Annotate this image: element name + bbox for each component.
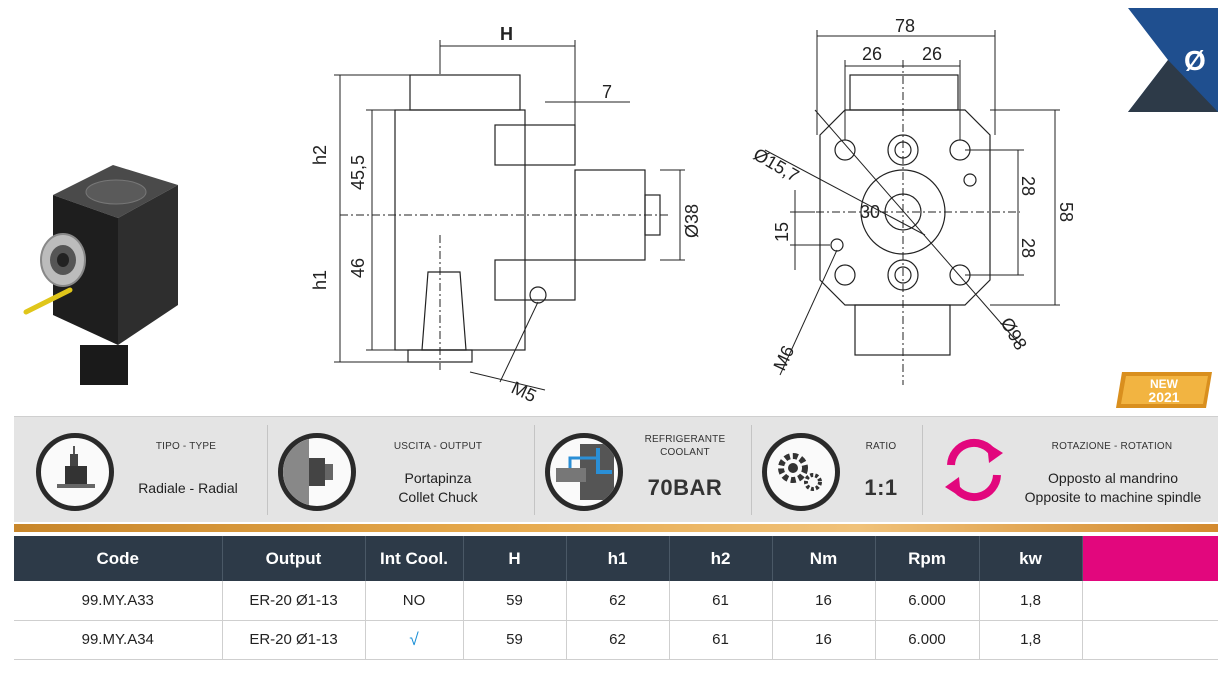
spec-ratio: RATIO 1:1	[752, 417, 922, 523]
dim-45-5: 45,5	[348, 155, 368, 190]
spec-output-title: USCITA - OUTPUT	[393, 441, 483, 452]
cell-rpm: 6.000	[875, 620, 980, 660]
spec-rotation: ROTAZIONE - ROTATION Opposto al mandrino…	[923, 417, 1218, 523]
cell-code: 99.MY.A34	[14, 620, 223, 660]
technical-drawing: H 7 h2 45,5 46 h1 Ø38 M5 78 26 26 Ø15,7 …	[310, 16, 1076, 405]
dim-h2: h2	[310, 145, 330, 165]
cell-output: ER-20 Ø1-13	[222, 581, 366, 621]
col-header-h2: h2	[669, 536, 773, 581]
spec-coolant-value: 70BAR	[647, 475, 723, 500]
spec-output-value-1: Portapinza	[404, 470, 472, 486]
tool-holder-photo	[23, 165, 178, 385]
cell-code: 99.MY.A33	[14, 581, 223, 621]
table-row: 99.MY.A33 ER-20 Ø1-13 NO 59 62 61 16 6.0…	[14, 581, 1218, 621]
cell-int-cool: √	[365, 620, 464, 660]
dim-m6: M6	[769, 343, 798, 374]
radial-type-icon	[36, 433, 114, 511]
dim-d38: Ø38	[682, 204, 702, 238]
cell-extra	[1082, 620, 1218, 660]
spec-type-value: Radiale - Radial	[138, 480, 238, 496]
svg-text:2021: 2021	[1148, 389, 1179, 405]
dim-28-bottom: 28	[1018, 238, 1038, 258]
dim-H: H	[500, 24, 513, 44]
cell-H: 59	[463, 581, 567, 621]
dim-h1: h1	[310, 270, 330, 290]
dim-15: 15	[772, 222, 792, 242]
new-2021-badge: NEW 2021	[1116, 372, 1212, 408]
col-header-accent	[1082, 536, 1218, 581]
coolant-icon	[545, 433, 623, 511]
cell-H: 59	[463, 620, 567, 660]
spec-rotation-value-1: Opposto al mandrino	[1048, 470, 1178, 486]
dim-26-left: 26	[862, 44, 882, 64]
cell-h2: 61	[669, 581, 773, 621]
dim-46: 46	[348, 258, 368, 278]
rotation-arrows-icon	[945, 438, 1003, 502]
cell-h1: 62	[566, 581, 670, 621]
badge-symbol: Ø	[1184, 45, 1206, 76]
spec-strip: TIPO - TYPE Radiale - Radial USCITA - OU…	[14, 416, 1218, 522]
collet-chuck-icon	[278, 433, 356, 511]
col-header-int-cool: Int Cool.	[365, 536, 464, 581]
cell-h1: 62	[566, 620, 670, 660]
spec-type: TIPO - TYPE Radiale - Radial	[14, 417, 266, 523]
spec-ratio-value: 1:1	[864, 475, 898, 500]
col-header-rpm: Rpm	[875, 536, 980, 581]
spec-table: Code Output Int Cool. H h1 h2 Nm Rpm kw …	[14, 536, 1218, 660]
col-header-H: H	[463, 536, 567, 581]
diameter-corner-badge: Ø	[1128, 8, 1218, 112]
cell-int-cool: NO	[365, 581, 464, 621]
cell-kw: 1,8	[979, 620, 1083, 660]
dim-78: 78	[895, 16, 915, 36]
spec-type-title: TIPO - TYPE	[155, 441, 217, 452]
cell-extra	[1082, 581, 1218, 621]
col-header-h1: h1	[566, 536, 670, 581]
spec-rotation-title: ROTAZIONE - ROTATION	[1051, 441, 1173, 452]
col-header-nm: Nm	[772, 536, 876, 581]
cell-h2: 61	[669, 620, 773, 660]
cell-output: ER-20 Ø1-13	[222, 620, 366, 660]
spec-ratio-title: RATIO	[865, 441, 897, 452]
cell-nm: 16	[772, 581, 876, 621]
gears-icon	[762, 433, 840, 511]
orange-divider	[14, 524, 1218, 532]
spec-coolant-title-1: REFRIGERANTE	[644, 434, 726, 445]
col-header-kw: kw	[979, 536, 1083, 581]
spec-output-value-2: Collet Chuck	[398, 489, 478, 505]
cell-kw: 1,8	[979, 581, 1083, 621]
dim-d98: Ø98	[997, 314, 1031, 353]
dim-7: 7	[602, 82, 612, 102]
spec-coolant-title-2: COOLANT	[660, 447, 710, 458]
dim-d15-7: Ø15,7	[750, 144, 802, 186]
col-header-code: Code	[14, 536, 223, 581]
col-header-output: Output	[222, 536, 366, 581]
cell-nm: 16	[772, 620, 876, 660]
dim-m5: M5	[508, 377, 539, 405]
spec-output: USCITA - OUTPUT Portapinza Collet Chuck	[268, 417, 534, 523]
dim-30: 30	[860, 202, 880, 222]
svg-text:NEW: NEW	[1150, 377, 1179, 391]
spec-coolant: REFRIGERANTE COOLANT 70BAR	[535, 417, 751, 523]
dim-26-right: 26	[922, 44, 942, 64]
dim-28-top: 28	[1018, 176, 1038, 196]
spec-rotation-value-2: Opposite to machine spindle	[1024, 489, 1202, 505]
dim-58: 58	[1056, 202, 1076, 222]
table-row: 99.MY.A34 ER-20 Ø1-13 √ 59 62 61 16 6.00…	[14, 620, 1218, 660]
cell-rpm: 6.000	[875, 581, 980, 621]
